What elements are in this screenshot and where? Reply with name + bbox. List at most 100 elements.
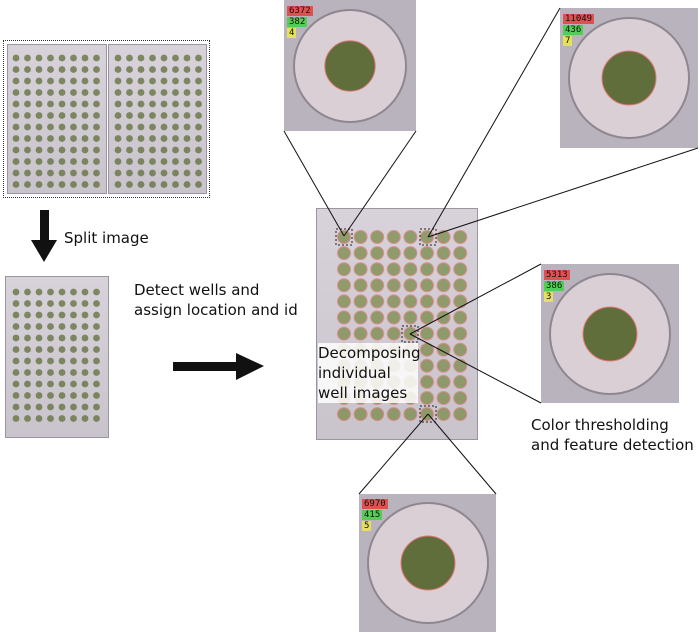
well-dot [36,289,43,296]
well-dot [47,78,54,85]
well-dot [138,78,145,85]
plant-blob [602,51,656,105]
well-dot [421,327,434,340]
well-dot [149,170,156,177]
well-dot [454,343,467,356]
well-dot [115,124,122,131]
well-dot [82,381,89,388]
well-dot [149,124,156,131]
well-dot [387,311,400,324]
well-dot [126,66,133,73]
well-dot [47,124,54,131]
well-dot [404,247,417,260]
well-dot [387,279,400,292]
well-dot [93,89,100,96]
well-dot [82,101,89,108]
well-dot [47,147,54,154]
well-dot [421,392,434,405]
well-dot [13,147,20,154]
well-dot [82,312,89,319]
well-dot [454,327,467,340]
well-dot [36,415,43,422]
well-dot [36,124,43,131]
well-dot [59,381,66,388]
well-dot [59,335,66,342]
well-dot [82,112,89,119]
well-dot [70,404,77,411]
well-dot [149,66,156,73]
well-top-center-count-badge: 6372 [287,6,313,16]
well-dot [47,55,54,62]
well-dot [172,158,179,165]
well-dot [24,404,31,411]
well-dot [354,247,367,260]
well-dot [59,101,66,108]
well-dot [161,89,168,96]
well-dot [184,89,191,96]
well-dot [36,312,43,319]
well-dot [338,263,351,276]
well-dot [82,170,89,177]
well-dot [24,124,31,131]
well-dot [36,358,43,365]
well-dot [138,147,145,154]
well-dot [70,312,77,319]
well-dot [138,124,145,131]
well-dot [24,181,31,188]
well-dot [24,312,31,319]
well-dot [115,55,122,62]
well-dot [24,147,31,154]
well-dot [93,135,100,142]
well-dot [126,124,133,131]
well-dot [36,404,43,411]
well-dot [172,112,179,119]
well-dot [371,295,384,308]
well-dot [93,415,100,422]
right-arrow [173,353,264,380]
well-dot [70,392,77,399]
well-dot [195,124,202,131]
well-dot [24,323,31,330]
well-dot [437,231,450,244]
well-dot [437,392,450,405]
well-dot [126,135,133,142]
well-dot [161,78,168,85]
well-dot [115,78,122,85]
well-dot [13,369,20,376]
well-dot [24,300,31,307]
well-dot [59,170,66,177]
well-dot [161,101,168,108]
well-dot [47,346,54,353]
well-dot [161,124,168,131]
well-dot [454,279,467,292]
well-dot [47,300,54,307]
well-top-right-count-badge: 11049 [563,14,594,24]
well-dot [59,346,66,353]
well-dot [59,135,66,142]
well-dot [24,55,31,62]
well-dot [24,89,31,96]
well-dot [70,55,77,62]
well-dot [47,381,54,388]
well-dot [70,78,77,85]
well-dot [437,247,450,260]
well-dot [70,381,77,388]
well-dot [59,89,66,96]
well-dot [93,346,100,353]
well-dot [93,369,100,376]
well-dot [24,335,31,342]
well-dot [338,295,351,308]
well-dot [24,346,31,353]
well-dot [82,335,89,342]
well-dot [437,375,450,388]
well-dot [338,327,351,340]
well-dot [82,147,89,154]
well-dot [47,358,54,365]
well-dot [149,181,156,188]
well-dot [24,66,31,73]
well-dot [184,78,191,85]
well-dot [126,170,133,177]
well-dot [36,158,43,165]
well-dot [36,135,43,142]
